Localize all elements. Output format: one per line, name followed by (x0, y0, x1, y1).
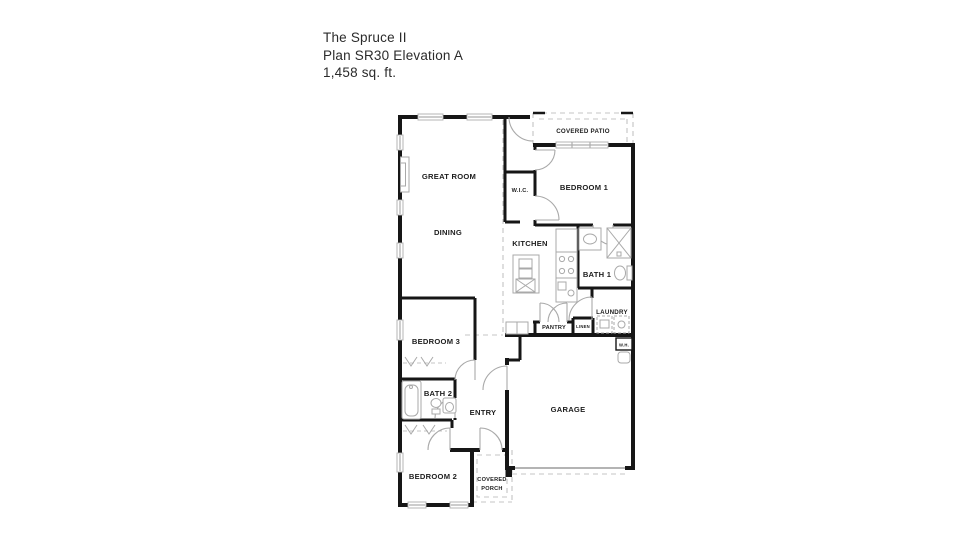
plan-sqft: 1,458 sq. ft. (323, 65, 397, 80)
room-label-bedroom3: BEDROOM 3 (412, 337, 460, 346)
room-label-covered-porch-line2: PORCH (481, 486, 502, 492)
bedroom3-door-arc (454, 359, 476, 381)
room-label-entry: ENTRY (470, 408, 497, 417)
bedroom1-door-arc (534, 149, 556, 171)
pantry-walls (533, 320, 573, 335)
garage-entry-door-arc (482, 365, 508, 391)
bath1-toilet (614, 265, 633, 281)
room-label-great-room: GREAT ROOM (422, 172, 476, 181)
kitchen-counter (555, 228, 578, 303)
bath2-tub (401, 380, 422, 420)
front-door-arc (479, 427, 503, 451)
room-label-pantry: PANTRY (542, 325, 566, 331)
bedroom2-door-arc (427, 427, 451, 451)
kitchen-island (512, 254, 540, 294)
plan-number: Plan SR30 Elevation A (323, 47, 464, 63)
covered-patio-outline (532, 112, 634, 145)
garage-step-wall (507, 337, 522, 362)
room-label-garage: GARAGE (551, 405, 586, 414)
pantry-door-right-arc (547, 302, 568, 323)
kitchen-side-counter (505, 321, 529, 335)
patio-door-arc (508, 116, 534, 142)
room-label-bedroom1: BEDROOM 1 (560, 183, 609, 192)
washer-dryer (596, 315, 630, 334)
room-label-bedroom2: BEDROOM 2 (409, 472, 457, 481)
wic-door-arc (534, 195, 560, 221)
bath2-toilet (442, 397, 457, 414)
bath1-sink-counter (578, 227, 602, 251)
plan-title-block: The Spruce II Plan SR30 Elevation A 1,45… (323, 29, 463, 82)
windows (396, 113, 609, 509)
closet-hanger-symbols (404, 356, 436, 435)
covered-porch-outline (472, 450, 513, 503)
bath1-shower (606, 227, 632, 259)
room-label-covered-patio: COVERED PATIO (556, 128, 610, 135)
room-label-linen: LINEN (576, 324, 590, 329)
room-label-water-heater: W.H. (619, 343, 629, 348)
laundry-door-arc (568, 296, 593, 321)
plan-name: The Spruce II (323, 30, 407, 45)
room-label-kitchen: KITCHEN (512, 239, 548, 248)
wic-walls (503, 170, 535, 224)
bath2-sink (430, 398, 442, 415)
bedroom3-walls (400, 296, 477, 360)
fireplace-niche (400, 156, 410, 193)
room-label-dining: DINING (434, 228, 462, 237)
interior-walls (400, 117, 633, 428)
room-label-bath1: BATH 1 (583, 270, 612, 279)
water-heater-box (615, 337, 633, 364)
room-label-wic: W.I.C. (512, 188, 529, 194)
room-label-covered-porch-line1: COVERED (477, 477, 506, 483)
porch-post (505, 468, 512, 477)
room-label-laundry: LAUNDRY (596, 309, 628, 316)
bath2-walls (400, 379, 457, 422)
dashed-boundaries (403, 112, 634, 503)
room-labels: GREAT ROOM DINING KITCHEN BEDROOM 1 W.I.… (409, 128, 629, 492)
fixtures (400, 156, 633, 435)
room-label-bath2: BATH 2 (424, 389, 452, 398)
